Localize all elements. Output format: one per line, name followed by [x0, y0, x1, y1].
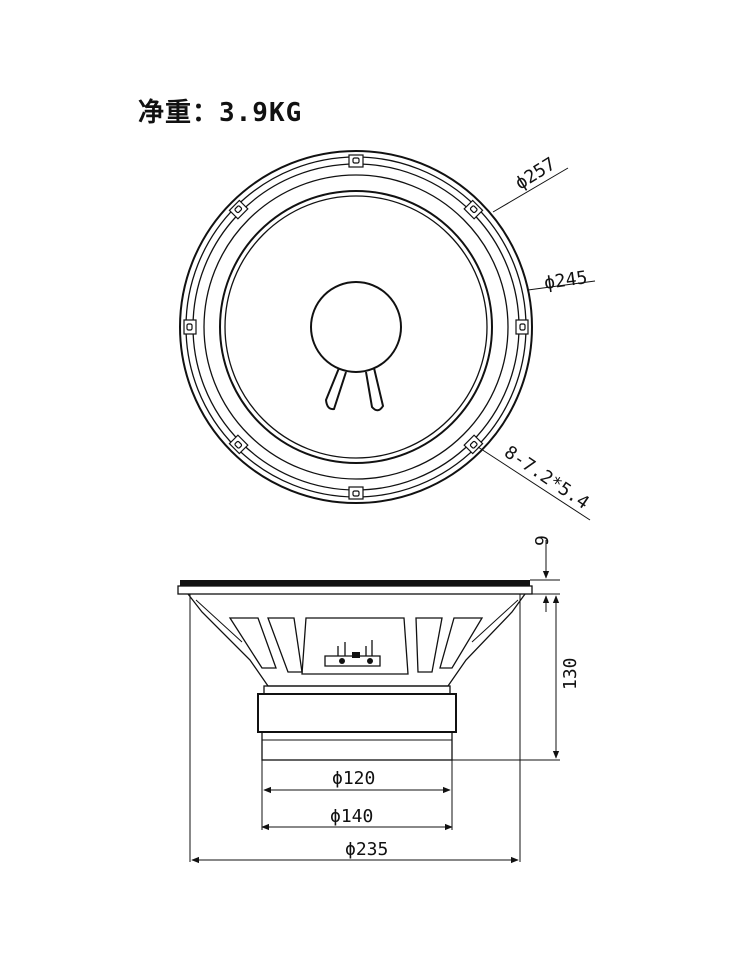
gasket-ring — [203, 174, 509, 480]
lead-wire-right — [365, 367, 385, 412]
leader-mount-holes — [477, 446, 591, 521]
label-mount-holes: 8-7.2*5.4 — [500, 442, 593, 514]
dust-cap — [310, 281, 402, 373]
front-view — [179, 150, 533, 504]
mounting-holes — [183, 154, 529, 500]
terminal-block — [324, 640, 381, 667]
side-view — [177, 580, 533, 761]
surround-outer — [219, 190, 493, 464]
mounting-hole-tab — [183, 319, 197, 335]
label-mount-diameter: ϕ245 — [543, 267, 589, 294]
net-weight-title: 净重：3.9KG — [138, 98, 303, 128]
basket-window-4 — [439, 617, 484, 669]
leader-outer-diameter — [492, 167, 569, 213]
frame-flange — [177, 585, 533, 595]
mounting-hole-tab — [463, 434, 484, 455]
mounting-hole-tab — [228, 434, 249, 455]
basket-window-center — [301, 617, 409, 675]
mounting-hole-tab — [348, 154, 364, 168]
basket-window-1 — [228, 617, 277, 669]
basket-base — [263, 685, 451, 695]
label-magnet-inner: ϕ120 — [332, 768, 375, 789]
label-frame-width: ϕ235 — [345, 839, 388, 860]
leader-mount-diameter — [527, 280, 596, 291]
side-dimensions: 9 130 ϕ120 ϕ140 ϕ235 — [189, 535, 581, 864]
mounting-hole-tab — [228, 199, 249, 220]
outer-rim — [179, 150, 533, 504]
basket-window-3 — [415, 617, 443, 673]
mounting-hole-tab — [463, 199, 484, 220]
magnet-top-plate — [257, 693, 457, 733]
label-depth: 130 — [560, 657, 581, 690]
label-outer-diameter: ϕ257 — [512, 153, 560, 194]
surround-inner — [224, 195, 488, 459]
label-magnet-outer: ϕ140 — [330, 806, 373, 827]
magnet-body — [261, 731, 453, 761]
basket-window-2 — [267, 617, 303, 673]
lead-wire-left — [324, 367, 347, 411]
mounting-hole-tab — [348, 486, 364, 500]
mounting-hole-tab — [515, 319, 529, 335]
basket-lines — [195, 599, 519, 643]
label-flange-thickness: 9 — [532, 535, 553, 546]
gasket-strip — [180, 580, 530, 586]
front-dimensions: ϕ257 ϕ245 8-7.2*5.4 — [477, 153, 596, 521]
